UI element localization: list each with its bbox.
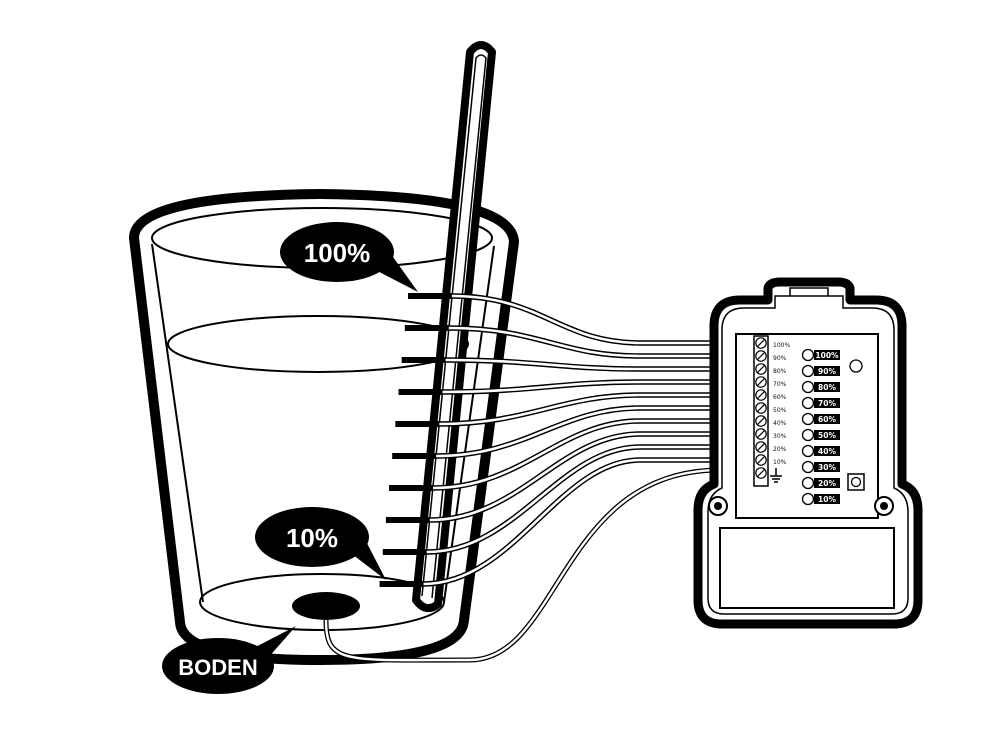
terminal-screw-slot xyxy=(757,456,765,464)
sensor-wire-core xyxy=(426,445,756,554)
led xyxy=(801,348,815,362)
led xyxy=(801,428,815,442)
power-led xyxy=(849,359,863,373)
terminal-screw-slot xyxy=(757,365,765,373)
led xyxy=(801,476,815,490)
terminal-screw-slot xyxy=(757,404,765,412)
terminal-label: 40% xyxy=(773,420,787,427)
controller-lid-tab xyxy=(789,287,829,296)
led-label-box xyxy=(814,478,840,488)
terminal-label: 70% xyxy=(773,381,787,388)
callout-10-label: 10% xyxy=(286,523,338,553)
ground-electrode xyxy=(292,467,721,663)
callout-10: 10% xyxy=(255,507,386,580)
sensor-wires xyxy=(423,293,756,587)
led xyxy=(801,444,815,458)
led-label: 40% xyxy=(818,447,836,456)
ground-plate xyxy=(292,592,360,620)
mount-screw-right xyxy=(874,496,894,516)
sensor-wire-core xyxy=(439,393,756,426)
led-label-box xyxy=(814,398,840,408)
sensor-wire-core xyxy=(429,432,756,522)
water-surface xyxy=(167,315,469,373)
ground-icon xyxy=(770,468,782,483)
led-label: 10% xyxy=(818,495,836,504)
callout-ground-label: BODEN xyxy=(178,655,257,680)
controller-box: 100% 90% 80% 70% 60% 50% 40% 30% 20% 10% 100% 90% 8… xyxy=(693,277,923,629)
led-label: 90% xyxy=(818,367,836,376)
callout-100: 100% xyxy=(280,222,418,292)
led-label: 60% xyxy=(818,415,836,424)
terminal-screw-slot xyxy=(757,352,765,360)
led-label-box xyxy=(814,494,840,504)
sensor-wire-core xyxy=(442,380,756,394)
led-label: 80% xyxy=(818,383,836,392)
terminal-label: 100% xyxy=(773,342,790,349)
terminal-label: 60% xyxy=(773,394,787,401)
led xyxy=(801,412,815,426)
sensor-pins xyxy=(379,293,452,587)
terminal-screw-slot xyxy=(757,391,765,399)
controller-lower-panel xyxy=(719,527,895,609)
sensor-wire-core xyxy=(423,458,756,586)
led-label: 30% xyxy=(818,463,836,472)
terminal-label: 90% xyxy=(773,355,787,362)
controller-inner-outline xyxy=(707,295,909,615)
sensor-wire-core xyxy=(445,358,756,371)
led xyxy=(801,460,815,474)
led-label: 20% xyxy=(818,479,836,488)
terminal-screw-slot xyxy=(757,430,765,438)
led-label-box xyxy=(814,446,840,456)
terminal-label: 30% xyxy=(773,433,787,440)
terminal-screws xyxy=(755,337,767,479)
led-label-box xyxy=(814,414,840,424)
terminal-screw-slot xyxy=(757,443,765,451)
glass-inner-left xyxy=(151,243,204,603)
terminal-label: 20% xyxy=(773,446,787,453)
led xyxy=(801,364,815,378)
led-label-box xyxy=(814,462,840,472)
terminal-screw-slot xyxy=(757,339,765,347)
led xyxy=(801,396,815,410)
callout-100-label: 100% xyxy=(304,238,371,268)
mount-screw-left xyxy=(708,496,728,516)
terminal-label: 50% xyxy=(773,407,787,414)
led-indicators: 100% 90% 80% 70% 60% 50% 40% 30% 20% 10% xyxy=(801,348,840,506)
led-label-box xyxy=(814,430,840,440)
led xyxy=(801,380,815,394)
terminal-label: 80% xyxy=(773,368,787,375)
terminal-screw-slot xyxy=(757,378,765,386)
test-button[interactable] xyxy=(847,473,865,491)
glass-bottom xyxy=(199,573,445,631)
terminal-screw-slot xyxy=(757,417,765,425)
led-label-box xyxy=(814,366,840,376)
led-label: 100% xyxy=(815,351,839,360)
sensor-wire-core xyxy=(448,326,756,358)
led-label-box xyxy=(814,382,840,392)
terminal-labels: 100% 90% 80% 70% 60% 50% 40% 30% 20% 10% xyxy=(773,342,790,466)
led xyxy=(801,492,815,506)
sensor-wire-core xyxy=(451,294,756,345)
led-label: 70% xyxy=(818,399,836,408)
led-label: 50% xyxy=(818,431,836,440)
led-label-box xyxy=(814,350,840,360)
terminal-label: 10% xyxy=(773,459,787,466)
terminal-screw-slot xyxy=(757,469,765,477)
callout-ground: BODEN xyxy=(162,626,296,694)
sensor-wire-core xyxy=(436,406,756,458)
sensor-wire-core xyxy=(433,419,756,490)
